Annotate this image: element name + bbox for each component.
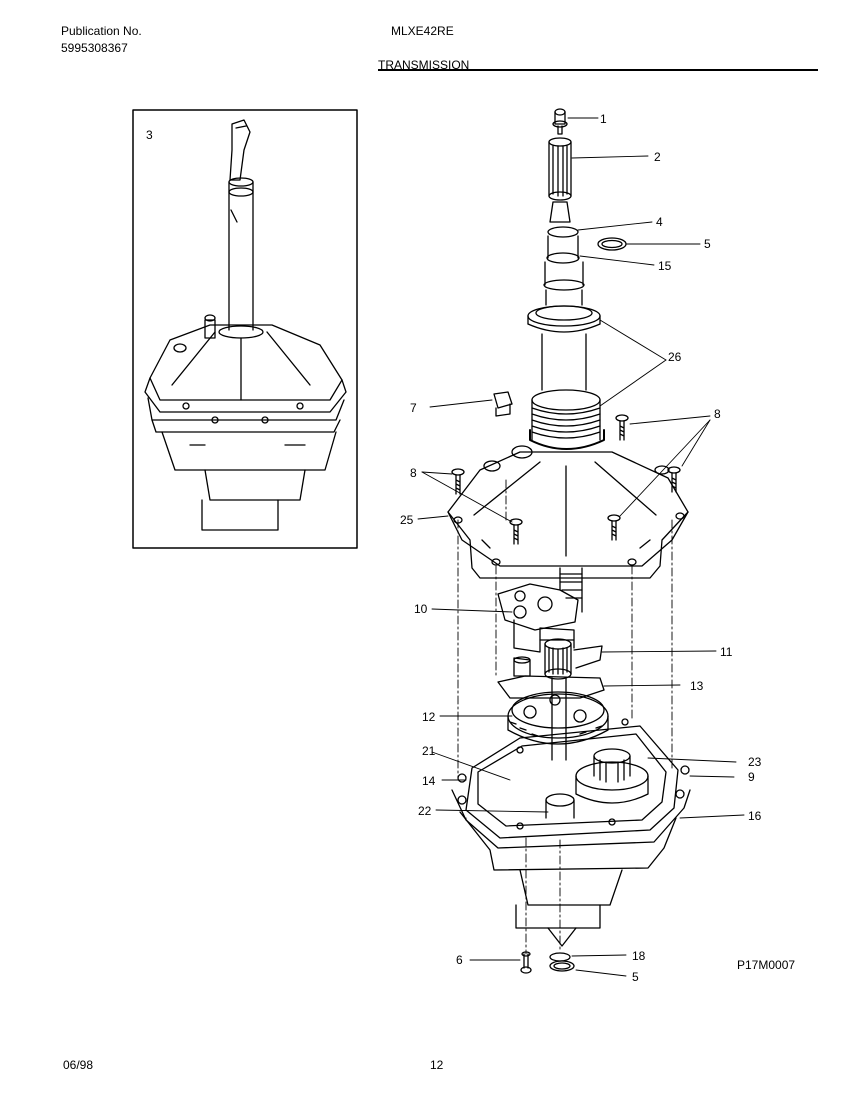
part-nut [552, 108, 568, 135]
alignment-lines [457, 479, 673, 955]
part-large-gear [507, 691, 609, 745]
callout-25: 25 [400, 513, 414, 527]
callout-7: 7 [410, 401, 417, 415]
part-plug [493, 391, 513, 417]
publication-label: Publication No. [61, 24, 142, 38]
section-title: TRANSMISSION [378, 58, 470, 72]
part-top-cover [447, 445, 689, 579]
callout-26: 26 [668, 350, 682, 364]
part-upper-seal [527, 305, 601, 333]
callout-4: 4 [656, 215, 663, 229]
callout-8-left: 8 [410, 466, 417, 480]
part-bottom-hardware [520, 951, 575, 974]
callout-5-bottom: 5 [632, 970, 639, 984]
callout-18: 18 [632, 949, 646, 963]
callout-6: 6 [456, 953, 463, 967]
callout-8-right: 8 [714, 407, 721, 421]
leader-lines [417, 117, 745, 977]
inset-frame [132, 109, 358, 549]
callout-1: 1 [600, 112, 607, 126]
part-carrier [497, 656, 605, 761]
part-pinion [544, 638, 603, 680]
callout-labels: 3 1 2 4 5 15 26 7 8 8 25 10 11 13 12 21 … [146, 112, 795, 984]
callout-13: 13 [690, 679, 704, 693]
callout-15: 15 [658, 259, 672, 273]
callout-21: 21 [422, 744, 436, 758]
part-lower-housing [515, 869, 623, 947]
inset-assembled-transmission [144, 119, 347, 531]
callout-22: 22 [418, 804, 432, 818]
publication-number: 5995308367 [61, 41, 128, 55]
part-lower-bearing [529, 389, 605, 450]
callout-11: 11 [720, 645, 733, 659]
callout-9: 9 [748, 770, 755, 784]
callout-5: 5 [704, 237, 711, 251]
part-ring [547, 226, 579, 238]
callout-23: 23 [748, 755, 762, 769]
callout-3: 3 [146, 128, 153, 142]
callout-16: 16 [748, 809, 762, 823]
callout-2: 2 [654, 150, 661, 164]
part-washer [546, 252, 580, 264]
part-spline-sleeve [548, 137, 572, 201]
callout-14: 14 [422, 774, 436, 788]
part-gear-plate [497, 567, 583, 653]
header-rule [378, 69, 818, 71]
part-shaft-tip [549, 201, 571, 223]
model-number: MLXE42RE [391, 24, 454, 38]
callout-12: 12 [422, 710, 436, 724]
figure-code: P17M0007 [737, 958, 795, 972]
part-gear-case [451, 718, 691, 871]
callout-10: 10 [414, 602, 428, 616]
footer-date: 06/98 [63, 1058, 94, 1072]
part-screws [451, 414, 681, 545]
page-number: 12 [430, 1058, 444, 1072]
